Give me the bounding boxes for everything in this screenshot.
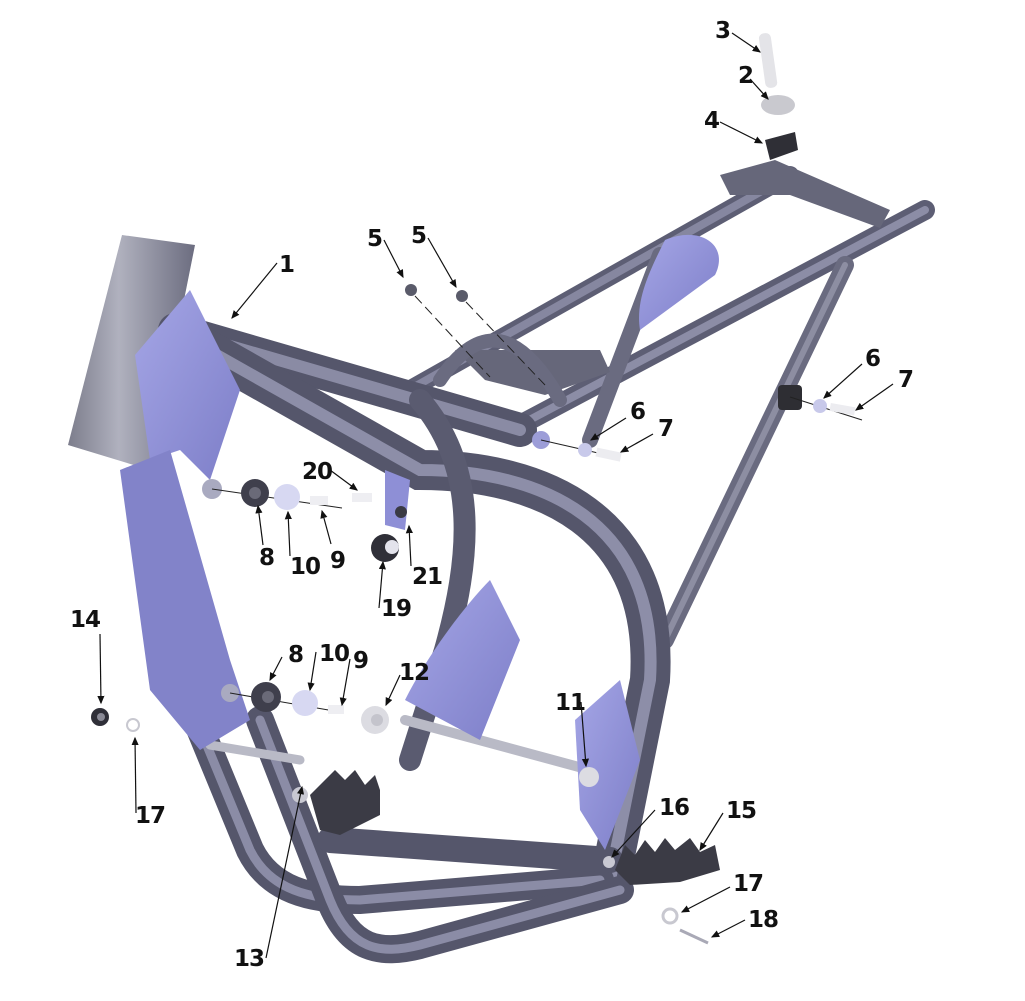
callout-4: 4 [704,108,720,134]
left-footpeg [310,770,380,835]
top-hardware [758,33,798,160]
callout-16: 16 [659,795,690,821]
callout-10: 10 [290,554,321,580]
rear-fender-mount [720,160,890,228]
callout-12: 12 [399,660,430,686]
shock-mount-plate [639,234,719,330]
head-tube [68,235,195,470]
callout-20: 20 [302,459,333,485]
callout-18: 18 [748,907,779,933]
callout-6: 6 [630,399,646,425]
callout-8: 8 [259,545,275,571]
downtube-plate [120,450,250,750]
callout-9: 9 [330,548,346,574]
engine-mount-plate [405,580,520,740]
callout-19: 19 [381,596,412,622]
callout-7: 7 [658,416,674,442]
callout-3: 3 [715,18,731,44]
callout-13: 13 [234,946,265,972]
callout-7: 7 [898,367,914,393]
callout-10: 10 [319,641,350,667]
callout-2: 2 [738,63,754,89]
callout-11: 11 [555,690,586,716]
callout-5: 5 [411,223,427,249]
callout-8: 8 [288,642,304,668]
callout-14: 14 [70,607,101,633]
rear-engine-plate [575,680,640,850]
callout-17: 17 [733,871,764,897]
callout-6: 6 [865,346,881,372]
callout-17: 17 [135,803,166,829]
callout-9: 9 [353,648,369,674]
callout-5: 5 [367,226,383,252]
callout-1: 1 [279,252,295,278]
callout-15: 15 [726,798,757,824]
front-gusset [135,290,240,480]
right-footpeg [615,838,720,885]
callout-21: 21 [412,564,443,590]
